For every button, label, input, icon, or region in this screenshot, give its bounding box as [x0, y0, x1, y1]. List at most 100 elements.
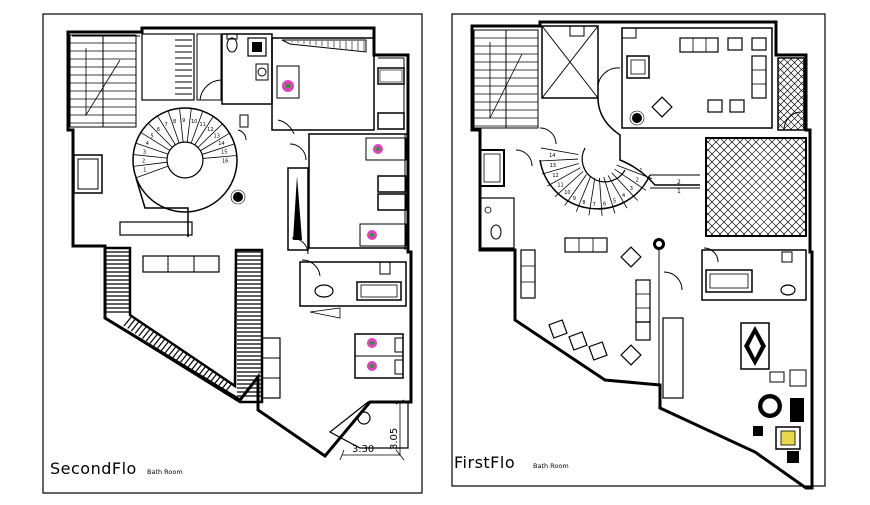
drawing-line [735, 137, 807, 209]
first-floor-living [520, 237, 684, 399]
drawing-line [138, 325, 148, 337]
second-floor-bedroom-top [271, 37, 405, 135]
drawing-line [705, 155, 787, 237]
drawing-line [777, 57, 793, 73]
first-floor-bathroom [701, 247, 807, 301]
stair-step-number: 11 [557, 182, 563, 188]
drawing-line [190, 360, 200, 372]
drawing-line [216, 378, 225, 389]
landing-number: 1 [677, 188, 681, 195]
stair-step-number: 14 [218, 141, 224, 147]
drawing-line [777, 87, 805, 115]
drawing-line [182, 355, 192, 367]
drawing-line [777, 57, 786, 66]
drawing-line [782, 57, 805, 80]
drawing-line [186, 108, 192, 143]
first-floor-straight-stair [473, 29, 539, 129]
drawing-line [175, 350, 185, 362]
drawing-line [727, 137, 807, 217]
second-floor-title: SecondFlo [50, 459, 137, 478]
second-floor-closet [141, 33, 195, 101]
shower-icon [247, 37, 267, 57]
drawing-line [134, 323, 144, 334]
stair-step-number: 1 [143, 168, 146, 174]
drawing-line [749, 179, 807, 237]
drawing-line [709, 139, 807, 237]
drawing-line [741, 171, 807, 237]
drawing-line [791, 137, 807, 153]
drawing-line [705, 137, 777, 209]
stair-step-number: 3 [630, 186, 633, 192]
landing-number: 2 [677, 179, 681, 186]
stair-step-number: 6 [157, 127, 160, 133]
drawing-line [705, 137, 801, 233]
drawing-line [705, 137, 761, 193]
second-floor-railing [103, 246, 264, 404]
second-floor-dimension-lines: 3.30 3.05 [339, 399, 405, 461]
drawing-line [598, 177, 603, 216]
drawing-line [705, 147, 795, 237]
stair-step-number: 9 [573, 196, 576, 202]
stair-step-number: 10 [191, 119, 197, 125]
first-floor-frame [451, 13, 826, 487]
stair-step-number: 16 [222, 159, 228, 165]
stair-step-number: 7 [593, 202, 596, 208]
drawing-line [542, 163, 579, 175]
drawing-line [796, 57, 805, 66]
drawing-line [156, 338, 166, 349]
second-floor-bathroom [299, 259, 407, 319]
drawing-line [782, 108, 805, 131]
drawing-line [705, 187, 755, 237]
drawing-line [179, 353, 188, 364]
drawing-line [705, 137, 721, 153]
drawing-line [142, 328, 151, 339]
drawing-line [160, 340, 170, 352]
drawing-line [611, 172, 638, 201]
dimension-horizontal: 3.30 [352, 444, 374, 455]
drawing-line [725, 155, 807, 237]
drawing-line [705, 137, 737, 169]
toilet-icon [490, 224, 502, 240]
drawing-line [197, 123, 223, 148]
drawing-line [135, 142, 169, 155]
drawing-line [554, 171, 584, 198]
drawing-line [171, 348, 181, 359]
toilet-icon [226, 37, 238, 53]
drawing-line [775, 137, 807, 169]
second-floor-bedroom-bottom [354, 333, 404, 379]
drawing-line [705, 137, 793, 225]
drawing-line [797, 227, 807, 237]
drawing-line [208, 373, 218, 384]
drawing-line [200, 132, 230, 152]
drawing-line [705, 179, 763, 237]
stair-step-number: 4 [622, 193, 625, 199]
drawing-line [547, 167, 581, 187]
drawing-line [197, 365, 207, 377]
drawing-line [564, 174, 587, 206]
drawing-line [603, 177, 616, 214]
drawing-line [705, 219, 723, 237]
stair-step-number: 5 [150, 133, 153, 139]
first-floor-lounge [621, 27, 773, 129]
drawing-line [705, 137, 785, 217]
drawing-line [133, 161, 168, 167]
drawing-line [751, 137, 807, 193]
drawing-line [588, 177, 596, 216]
drawing-line [194, 116, 214, 146]
drawing-line [607, 175, 628, 209]
drawing-line [757, 187, 807, 237]
drawing-line [781, 211, 807, 237]
drawing-line [223, 383, 233, 394]
stair-step-number: 9 [182, 118, 185, 124]
drawing-line [179, 108, 184, 143]
stair-step-number: 13 [550, 163, 556, 169]
stair-step-number: 12 [207, 127, 213, 133]
drawing-line [705, 211, 731, 237]
column-icon [233, 192, 243, 202]
drawing-line [705, 137, 753, 185]
second-floor-inner-wall [72, 35, 406, 250]
